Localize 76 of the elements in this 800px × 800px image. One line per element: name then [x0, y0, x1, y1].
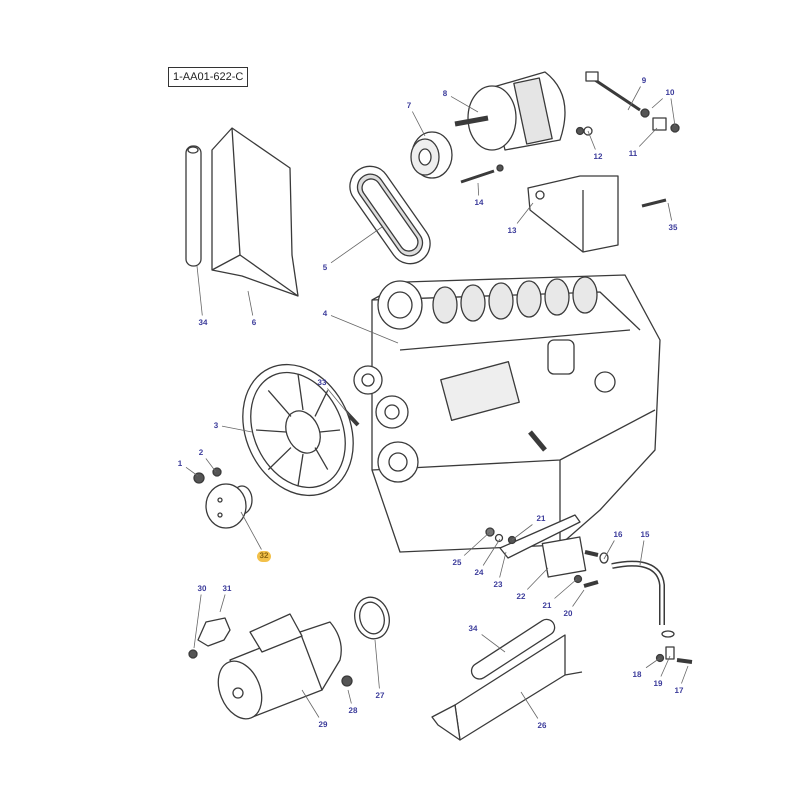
leader-line: [554, 578, 578, 599]
callout-number: 31: [219, 582, 235, 594]
callout-number: 19: [650, 678, 666, 688]
callout-number: 23: [490, 578, 506, 590]
leader-line: [196, 266, 203, 316]
callout-number: 21: [533, 512, 549, 524]
callout-number: 20: [560, 608, 576, 618]
callout-number: 24: [471, 566, 487, 578]
callout-number: 26: [534, 720, 550, 730]
leader-line: [660, 656, 670, 677]
leader-line: [499, 552, 506, 578]
callout-number: 12: [590, 150, 606, 162]
leader-line: [374, 640, 380, 689]
callout-number: 11: [625, 148, 641, 158]
callout-number: 15: [637, 528, 653, 540]
callout-number: 3: [211, 420, 221, 430]
callout-number: 4: [320, 308, 330, 318]
leader-line: [326, 388, 350, 416]
leader-line: [240, 512, 262, 550]
callout-number: 35: [665, 222, 681, 232]
leader-line: [572, 590, 584, 607]
callout-number: 1: [175, 458, 185, 468]
callout-number: 28: [345, 704, 361, 716]
leader-line: [588, 130, 596, 150]
leader-line: [222, 426, 252, 432]
leader-line: [652, 98, 664, 108]
callout-number: 21: [539, 600, 555, 610]
leader-line: [681, 666, 688, 684]
callout-number: 5: [320, 262, 330, 272]
callout-number: 16: [610, 528, 626, 540]
callout-number: 14: [471, 196, 487, 208]
leader-line: [604, 540, 615, 560]
drawing-number-box: 1-AA01-622-C: [168, 67, 248, 87]
callout-number: 6: [249, 316, 259, 328]
leader-line: [348, 690, 352, 704]
callout-number: 25: [449, 556, 465, 568]
leader-line: [482, 538, 500, 566]
leader-line: [628, 86, 641, 110]
callout-number: 34: [195, 316, 211, 328]
leader-line: [330, 315, 398, 344]
leader-line: [478, 182, 480, 196]
leader-line: [194, 594, 202, 648]
callout-number: 34: [465, 622, 481, 634]
leader-line: [646, 658, 660, 668]
leader-line: [302, 690, 320, 718]
leader-line: [640, 540, 644, 566]
highlighted-callout-number: 32: [257, 550, 271, 562]
leader-line: [220, 594, 226, 612]
leader-line: [186, 466, 198, 476]
callout-number: 9: [639, 74, 649, 86]
callout-number: 30: [194, 582, 210, 594]
leader-line: [520, 692, 538, 719]
leader-line: [670, 98, 676, 126]
callout-number: 33: [314, 376, 330, 388]
leader-line: [638, 128, 658, 147]
leader-line: [526, 568, 548, 590]
callout-number: 2: [196, 446, 206, 458]
callout-number: 17: [671, 684, 687, 696]
callout-number: 7: [404, 100, 414, 110]
callout-number: 13: [504, 224, 520, 236]
leader-line: [668, 202, 672, 221]
callout-number: 29: [315, 718, 331, 730]
leader-line: [464, 532, 490, 556]
callout-number: 27: [372, 690, 388, 700]
callout-number: 22: [513, 590, 529, 602]
leader-line: [450, 96, 478, 112]
leader-line: [512, 524, 533, 540]
callout-number: 8: [440, 88, 450, 98]
leader-line: [330, 226, 382, 264]
callout-number: 18: [629, 668, 645, 680]
leader-line: [248, 290, 254, 316]
leader-line: [412, 111, 426, 136]
callout-number: 10: [662, 86, 678, 98]
leader-line: [481, 634, 506, 652]
leader-line: [205, 458, 216, 472]
leader-line: [516, 202, 534, 224]
